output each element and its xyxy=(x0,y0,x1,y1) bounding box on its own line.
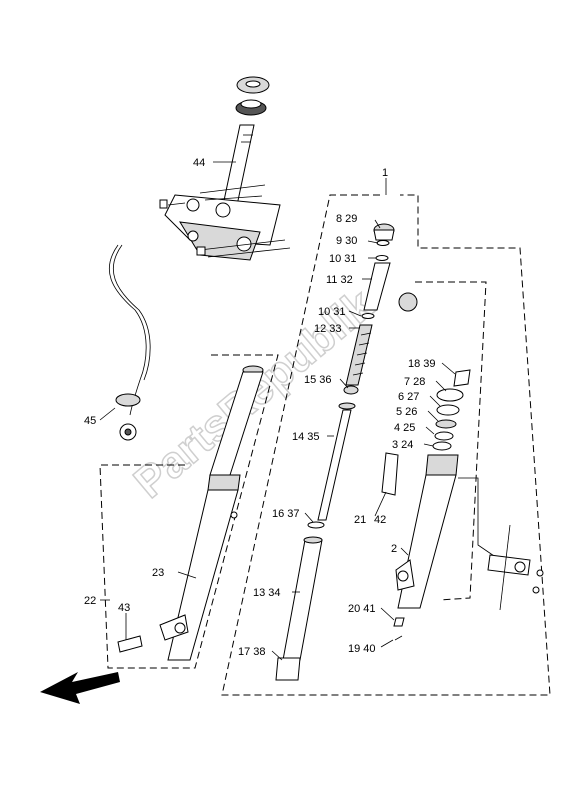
label-21: 21 xyxy=(354,514,366,526)
part-labels: 1 8 29 9 30 10 31 11 32 10 31 12 33 15 3… xyxy=(84,157,436,658)
label-8-29: 8 29 xyxy=(336,213,357,225)
fork-internals xyxy=(275,223,395,681)
label-9-30: 9 30 xyxy=(336,235,357,247)
left-fork-leg xyxy=(117,365,264,661)
label-22: 22 xyxy=(84,595,96,607)
label-10-31-top: 10 31 xyxy=(329,253,357,265)
outer-fork-outline xyxy=(99,354,279,669)
label-5-26: 5 26 xyxy=(396,406,417,418)
label-7-28: 7 28 xyxy=(404,376,425,388)
front-direction-arrow-icon xyxy=(40,672,120,704)
leader-lines xyxy=(99,161,456,661)
label-44: 44 xyxy=(193,157,205,169)
label-23: 23 xyxy=(152,567,164,579)
label-43: 43 xyxy=(118,602,130,614)
label-2: 2 xyxy=(391,543,397,555)
label-10-31-lower: 10 31 xyxy=(318,306,346,318)
label-45: 45 xyxy=(84,415,96,427)
hose-and-clamp xyxy=(108,244,151,441)
label-42: 42 xyxy=(374,514,386,526)
label-6-27: 6 27 xyxy=(398,391,419,403)
label-4-25: 4 25 xyxy=(394,422,415,434)
label-1: 1 xyxy=(382,167,388,179)
label-15-36: 15 36 xyxy=(304,374,332,386)
label-11-32: 11 32 xyxy=(326,274,353,286)
label-14-35: 14 35 xyxy=(292,431,320,443)
label-20-41: 20 41 xyxy=(348,603,376,615)
label-17-38: 17 38 xyxy=(238,646,266,658)
steering-stem-assembly xyxy=(159,76,291,261)
label-13-34: 13 34 xyxy=(253,587,281,599)
right-fork-leg xyxy=(381,292,544,641)
label-19-40: 19 40 xyxy=(348,643,376,655)
label-3-24: 3 24 xyxy=(392,439,413,451)
label-16-37: 16 37 xyxy=(272,508,300,520)
label-18-39: 18 39 xyxy=(408,358,436,370)
assembly-1-outline xyxy=(221,194,551,696)
label-12-33: 12 33 xyxy=(314,323,342,335)
inner-tube-outline xyxy=(415,281,487,601)
